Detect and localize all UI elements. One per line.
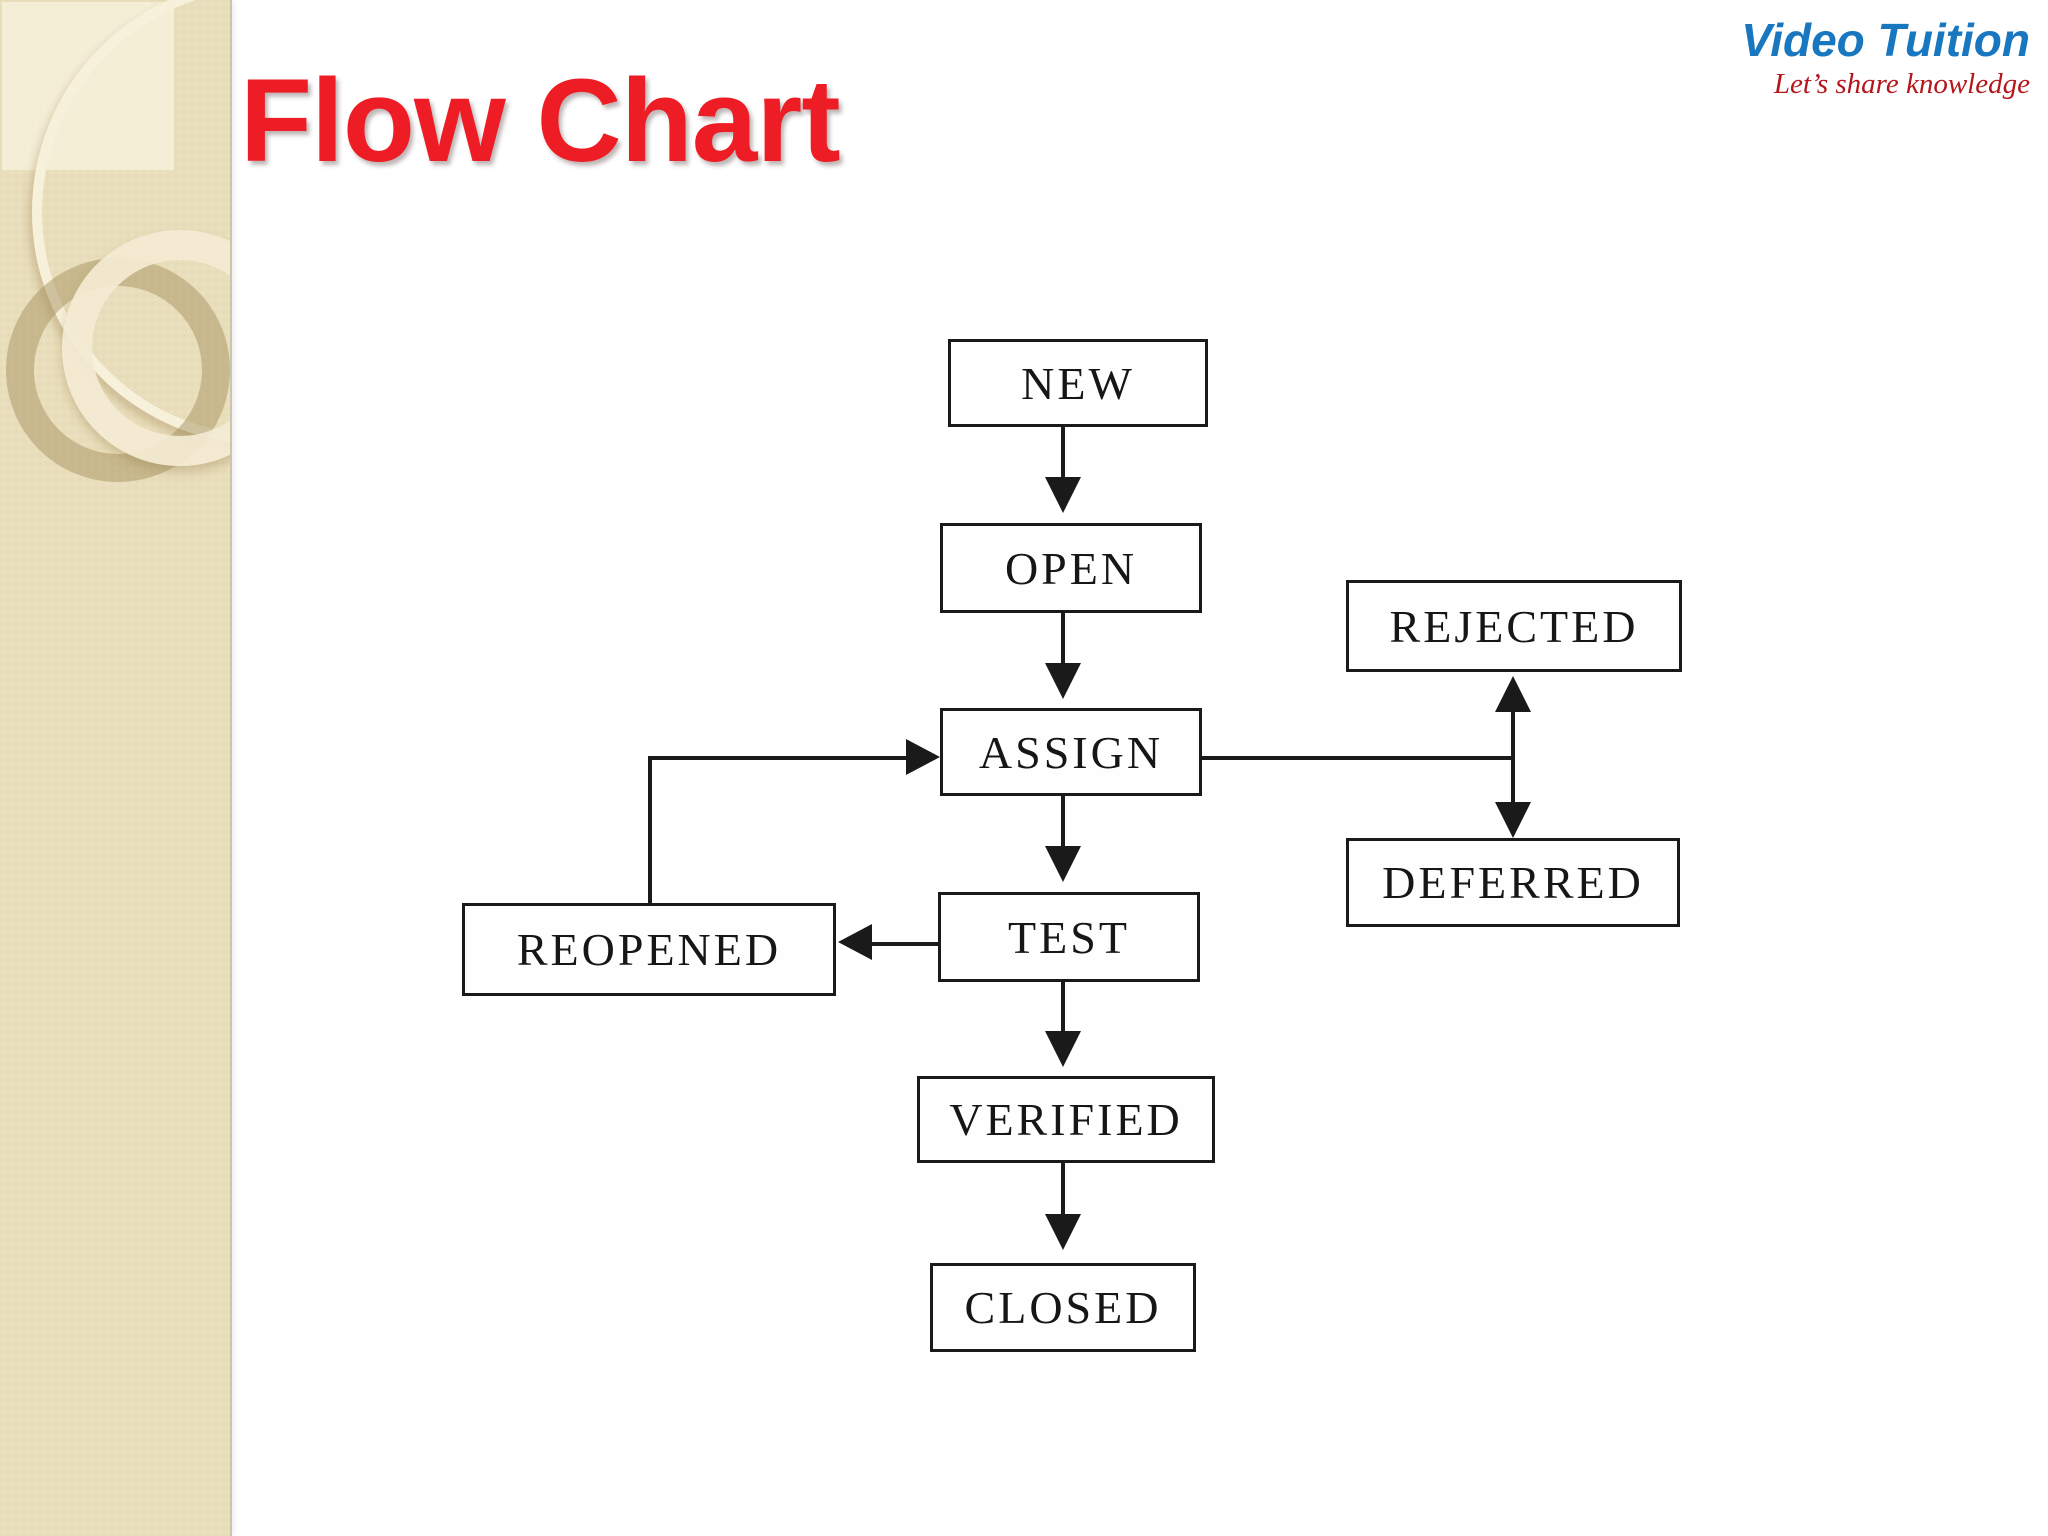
node-label: NEW — [1021, 357, 1135, 409]
page-title: Flow Chart — [240, 55, 841, 187]
arrowhead-down-icon — [1045, 663, 1081, 699]
edge-rejected-deferred-line — [1511, 710, 1515, 808]
node-assign: ASSIGN — [940, 708, 1202, 796]
arrowhead-down-icon — [1045, 1214, 1081, 1250]
node-label: REJECTED — [1389, 600, 1639, 652]
arrowhead-down-icon — [1495, 802, 1531, 838]
edge-new-open-line — [1061, 427, 1065, 479]
decorative-side-panel — [0, 0, 232, 1536]
node-label: VERIFIED — [949, 1094, 1183, 1145]
edge-reopened-loop-vertical-line — [648, 758, 652, 903]
node-label: ASSIGN — [978, 726, 1164, 778]
edge-assign-test-line — [1061, 796, 1065, 849]
arrowhead-right-icon — [906, 739, 940, 775]
node-verified: VERIFIED — [917, 1076, 1215, 1163]
node-label: CLOSED — [964, 1282, 1162, 1333]
node-test: TEST — [938, 892, 1200, 982]
node-closed: CLOSED — [930, 1263, 1196, 1352]
brand-name: Video Tuition — [1741, 14, 2030, 66]
arrowhead-left-icon — [838, 924, 872, 960]
brand-logo: Video Tuition Let’s share knowledge — [1741, 16, 2030, 101]
node-label: DEFERRED — [1382, 857, 1644, 908]
brand-tagline: Let’s share knowledge — [1773, 68, 2030, 101]
node-label: OPEN — [1004, 542, 1138, 594]
edge-test-reopened-line — [870, 942, 938, 946]
node-label: TEST — [1008, 911, 1130, 963]
arrowhead-down-icon — [1045, 1031, 1081, 1067]
node-deferred: DEFERRED — [1346, 838, 1680, 927]
node-rejected: REJECTED — [1346, 580, 1682, 672]
node-new: NEW — [948, 339, 1208, 427]
arrowhead-down-icon — [1045, 846, 1081, 882]
edge-verified-closed-line — [1061, 1163, 1065, 1216]
node-reopened: REOPENED — [462, 903, 836, 996]
edge-test-verified-line — [1061, 982, 1065, 1033]
node-label: REOPENED — [516, 924, 782, 975]
edge-open-assign-line — [1061, 613, 1065, 665]
arrowhead-up-icon — [1495, 676, 1531, 712]
arrowhead-down-icon — [1045, 477, 1081, 513]
edge-assign-right-line — [1202, 756, 1513, 760]
edge-reopened-loop-horizontal-line — [648, 756, 908, 760]
node-open: OPEN — [940, 523, 1202, 613]
